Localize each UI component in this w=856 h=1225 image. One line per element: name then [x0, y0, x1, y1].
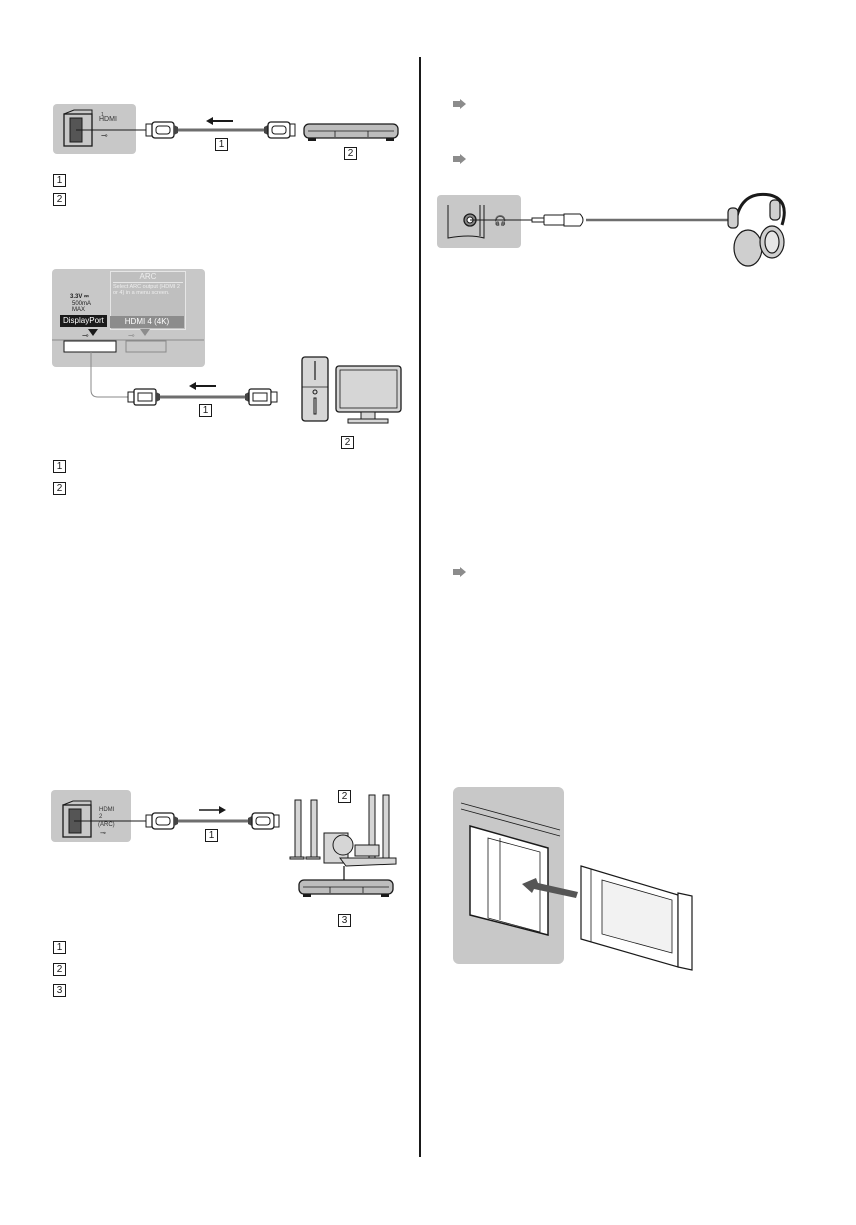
hdmi-plug-right-icon: [264, 121, 296, 139]
displayport-pointer-icon: [88, 329, 98, 336]
callout-1: 1: [205, 829, 218, 842]
legend-number-1: 1: [53, 941, 66, 954]
legend-number-2: 2: [53, 193, 66, 206]
input-icon: ⊸: [128, 331, 135, 340]
hdmi-port-label: HDMI: [99, 116, 117, 123]
insert-direction-arrow-icon: [522, 878, 578, 898]
headphones-icon: [727, 192, 786, 267]
displayport-plug-right-icon: [245, 388, 278, 406]
arrow-right-icon: [453, 567, 466, 577]
callout-2: 2: [338, 790, 351, 803]
signal-direction-arrow-icon: [189, 382, 216, 390]
legend-number-2: 2: [53, 482, 66, 495]
arrow-right-icon: [453, 154, 466, 164]
legend-number-1: 1: [53, 460, 66, 473]
input-icon: ⊸: [100, 830, 106, 837]
port-spec-current: 500mA: [72, 301, 92, 307]
hdmi4-socket: [125, 340, 167, 353]
displayport-plug-left-icon: [127, 388, 160, 406]
arc-label: (ARC): [98, 822, 115, 828]
callout-2: 2: [341, 436, 354, 449]
displayport-socket: [63, 340, 117, 353]
hdmi-plug-left-icon: [145, 121, 178, 139]
column-divider: [419, 57, 421, 1157]
input-icon: ⊸: [101, 131, 108, 140]
audio-plug-icon: [531, 213, 584, 227]
input-icon: ⊸: [82, 331, 89, 340]
recorder-device-icon: [303, 123, 399, 141]
hdmi-plug-left-icon: [145, 812, 178, 830]
hdmi4-label: HDMI 4 (4K): [110, 316, 184, 328]
monitor-icon: [335, 365, 402, 424]
pc-tower-icon: [301, 356, 329, 422]
signal-direction-arrow-icon: [206, 117, 233, 125]
center-speaker-icon: [354, 844, 380, 857]
callout-3: 3: [338, 914, 351, 927]
ci-slot-icon: [469, 825, 549, 936]
callout-2: 2: [344, 147, 357, 160]
hdmi-plug-right-icon: [248, 812, 280, 830]
port-spec-voltage: 3.3V ⎓: [70, 294, 89, 300]
arc-note: Select ARC output (HDMI 2 or 4) in a men…: [113, 284, 180, 296]
hdmi-port-number: 1: [101, 112, 104, 118]
tv-port-panel: [437, 195, 521, 248]
legend-number-3: 3: [53, 984, 66, 997]
arc-title: ARC: [139, 272, 157, 281]
hdmi-port-label: HDMI: [99, 807, 115, 813]
amplifier-device-icon: [298, 879, 394, 897]
callout-1: 1: [215, 138, 228, 151]
port-spec-max: MAX: [72, 307, 86, 313]
arrow-right-icon: [453, 99, 466, 109]
displayport-label: DisplayPort: [60, 315, 107, 327]
signal-direction-arrow-icon: [199, 806, 226, 814]
hdmi4-pointer-icon: [140, 329, 150, 336]
legend-number-1: 1: [53, 174, 66, 187]
ci-module-card-icon: [580, 865, 693, 971]
legend-number-2: 2: [53, 963, 66, 976]
callout-1: 1: [199, 404, 212, 417]
hdmi-port-number: 2: [99, 814, 103, 820]
